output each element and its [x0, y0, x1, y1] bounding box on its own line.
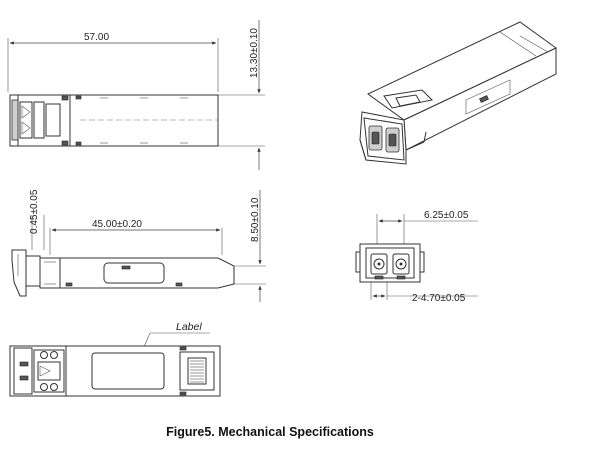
module-top-body	[9, 94, 219, 147]
label-area	[91, 352, 165, 390]
label-callout: Label	[176, 321, 202, 333]
bottom-view: Label	[9, 321, 221, 397]
isometric-view	[359, 21, 557, 165]
port-spacing-dimension-label: 6.25±0.05	[424, 210, 469, 221]
side-view: 0.45±0.05 45.00±0.20 8.50±0.10	[11, 189, 266, 302]
body-length-dimension-label: 45.00±0.20	[92, 219, 142, 230]
figure-caption: Figure5. Mechanical Specifications	[166, 425, 374, 439]
length-dimension-label: 57.00	[84, 32, 109, 43]
front-view: 6.25±0.05 2-4.70±0.05	[355, 210, 478, 304]
top-view: 57.00 13.30±0.10	[7, 20, 265, 170]
height-dimension-label: 13.30±0.10	[249, 28, 260, 78]
flange-dimension-label: 0.45±0.05	[29, 189, 40, 234]
thickness-dimension-label: 8.50±0.10	[250, 197, 261, 242]
port-size-dimension-label: 2-4.70±0.05	[412, 293, 466, 304]
